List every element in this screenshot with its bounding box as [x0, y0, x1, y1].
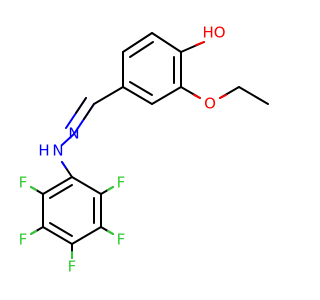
bond-ring1-e: [122, 86, 153, 105]
molecule-diagram: HO O N H N: [19, 24, 269, 276]
hydrazone-linker: N H N: [38, 86, 124, 160]
bond-ring1-d: [151, 86, 182, 105]
bond-n-ring2-blue: [61, 161, 67, 169]
bond-ch-n-black: [83, 103, 95, 120]
bond-f-right-bottom-green: [107, 230, 114, 235]
bond-ring2-c: [71, 226, 102, 245]
bond-oh-o: [195, 41, 205, 46]
top-aromatic-ring: [122, 32, 182, 105]
ether-oxygen-label: O: [204, 95, 216, 113]
bond-ring1-b: [151, 32, 182, 53]
fluorine-left-bottom: F: [19, 231, 28, 249]
bond-ring1-double-c: [129, 81, 153, 96]
fluorine-right-top: F: [117, 174, 126, 192]
bond-f-left-top-green: [30, 186, 37, 191]
bond-c-o-ether-red: [193, 94, 201, 99]
fluorine-right-bottom: F: [117, 231, 126, 249]
bond-f-left-bottom-green: [30, 230, 37, 235]
bond-f-right-top-green: [107, 186, 114, 191]
hydrazone-nitrogen-label: N: [68, 125, 79, 143]
ethoxy-group: O: [180, 86, 269, 113]
fluorine-bottom: F: [68, 258, 77, 276]
bond-ring1-double-a: [129, 41, 154, 58]
bond-ring2-double-c: [49, 184, 73, 199]
amine-nitrogen-label: N: [52, 142, 63, 160]
bottom-aromatic-ring: F F F F F: [19, 161, 126, 276]
structure-canvas: HO O N H N: [18, 23, 269, 276]
fluorine-left-top: F: [19, 174, 28, 192]
bond-ring1-a: [122, 32, 153, 53]
bond-n-n: [61, 133, 75, 146]
bond-ch-n-double-black: [75, 97, 87, 114]
bond-ch2-ch3: [238, 86, 269, 105]
oh-label: HO: [202, 24, 225, 42]
bond-o-ch2-red: [219, 94, 227, 99]
hydroxyl-group: HO: [180, 24, 226, 53]
amine-hydrogen-label: H: [38, 142, 49, 160]
bond-ring2-a: [71, 176, 102, 195]
bond-ring2-f: [42, 176, 73, 195]
bond-ring2-double-b: [49, 222, 73, 237]
bond-ring-ch: [93, 86, 124, 105]
bond-ring2-d: [42, 226, 73, 245]
